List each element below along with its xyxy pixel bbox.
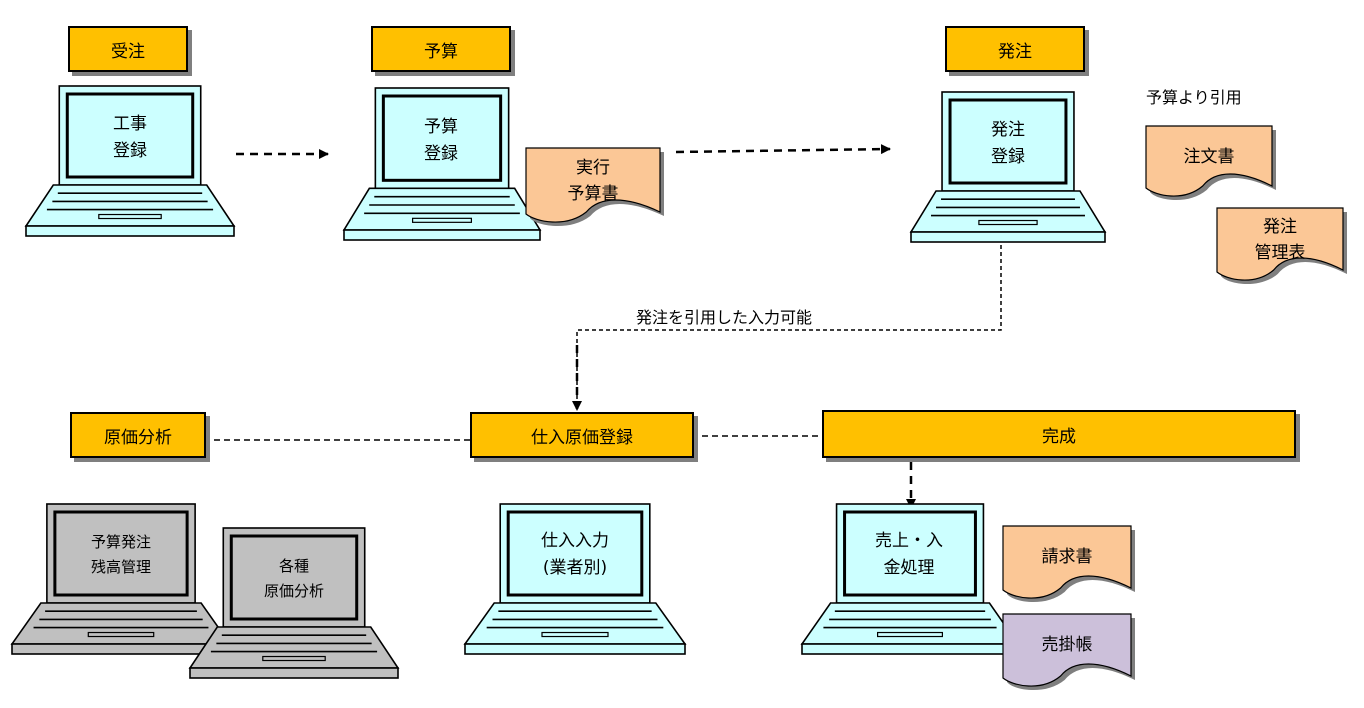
screen-juchu-label: 工事 登録 [70,102,190,174]
doc-chumonsho-label: 注文書 [1146,128,1272,186]
doc-hacchu-kanrihyo [1216,207,1347,285]
screen-uriage-line1: 売上・入 [875,531,943,551]
laptop-keyboard [24,184,236,227]
laptop-front-edge [464,643,686,655]
screen-uriage-line2: 金処理 [883,558,935,578]
laptop-keyboard [800,602,1020,645]
laptop-keyboard [909,190,1107,233]
laptop-touchpad [98,213,162,220]
laptop-screen [229,534,359,621]
laptop-keyboard [342,187,542,231]
laptop-touchpad [978,219,1038,226]
screen-yosan-line2: 登録 [424,144,458,164]
laptop-front-edge [189,667,399,679]
connector-yosan-to-hacchu [675,144,891,155]
stage-juchu: 受注 [68,26,188,72]
doc-chumonsho [1145,125,1276,201]
laptop-front-edge [343,229,541,241]
document-sheet [1145,125,1273,197]
connector-hacchu-to-shiire [572,245,1002,411]
stage-shiire-genka-toroku: 仕入原価登録 [470,412,694,458]
document-sheet [1216,207,1344,281]
screen-shiire-line1: 仕入入力 [541,531,609,551]
doc-jikko-yosansho [525,147,664,227]
screen-genka-line2: 原価分析 [263,582,324,600]
screen-zandaka-line1: 予算発注 [90,533,151,551]
screen-shiire-line2: (業者別) [542,558,608,578]
doc-jikko-yosansho-line2: 予算書 [567,184,619,204]
laptop-juchu [24,85,236,237]
laptop-yosan [342,87,542,241]
screen-juchu-line2: 登録 [113,141,147,161]
stage-hacchu: 発注 [945,26,1085,72]
laptop-front-edge [801,643,1019,655]
doc-urikakecho-line1: 売掛帳 [1041,635,1093,655]
doc-hacchu-kanrihyo-line2: 管理表 [1254,243,1306,263]
document-sheet [1002,525,1132,599]
stage-yosan: 予算 [371,26,511,72]
laptop-keyboard [10,602,232,645]
document-sheet [1002,613,1132,687]
laptop-touchpad [262,655,326,662]
screen-yosan-label: 予算 登録 [380,104,502,178]
laptop-screen [506,510,644,597]
doc-urikakecho-label: 売掛帳 [1003,616,1131,674]
screen-hacchu-line2: 登録 [991,147,1025,167]
laptop-screen [948,98,1068,185]
document-sheet [525,147,661,223]
laptop-touchpad [876,631,943,638]
screen-zandaka-label: 予算発注 残高管理 [56,518,186,592]
note-yosan-inyo: 予算より引用 [1146,88,1242,107]
laptop-hacchu [909,91,1107,243]
laptop-touchpad [541,631,609,638]
laptop-zandaka [10,503,232,655]
screen-genka-line1: 各種 [278,557,309,575]
doc-jikko-yosansho-line1: 実行 [576,158,610,178]
laptop-screen [843,510,977,597]
laptop-screen [53,510,189,597]
laptop-touchpad [412,217,473,223]
laptop-front-edge [25,225,235,237]
doc-jikko-yosansho-label: 実行 予算書 [526,150,660,212]
doc-chumonsho-line1: 注文書 [1183,147,1235,167]
screen-uriage-label: 売上・入 金処理 [844,518,974,592]
screen-genka-label: 各種 原価分析 [230,542,358,616]
laptop-touchpad [87,631,155,638]
doc-seikyusho-line1: 請求書 [1041,547,1093,567]
stage-kansei: 完成 [822,410,1296,458]
laptop-front-edge [910,231,1106,243]
screen-hacchu-line1: 発注 [991,120,1025,140]
doc-seikyusho [1002,525,1135,603]
laptop-genka [188,527,400,679]
screen-shiire-label: 仕入入力 (業者別) [510,518,640,592]
screen-hacchu-label: 発注 登録 [948,108,1068,180]
screen-juchu-line1: 工事 [113,114,147,134]
screen-yosan-line1: 予算 [424,117,458,137]
laptop-shiire [463,503,687,655]
screen-zandaka-line2: 残高管理 [90,558,151,576]
doc-seikyusho-label: 請求書 [1003,528,1131,586]
doc-urikakecho [1002,613,1135,691]
laptop-keyboard [188,626,400,669]
stage-genka-bunseki: 原価分析 [70,412,206,458]
laptop-front-edge [11,643,231,655]
laptop-screen [65,92,195,179]
laptop-keyboard [463,602,687,645]
doc-hacchu-kanrihyo-label: 発注 管理表 [1217,210,1343,270]
note-hacchu-inyo: 発注を引用した入力可能 [636,308,813,327]
laptop-screen [381,94,503,182]
doc-hacchu-kanrihyo-line1: 発注 [1263,217,1297,237]
